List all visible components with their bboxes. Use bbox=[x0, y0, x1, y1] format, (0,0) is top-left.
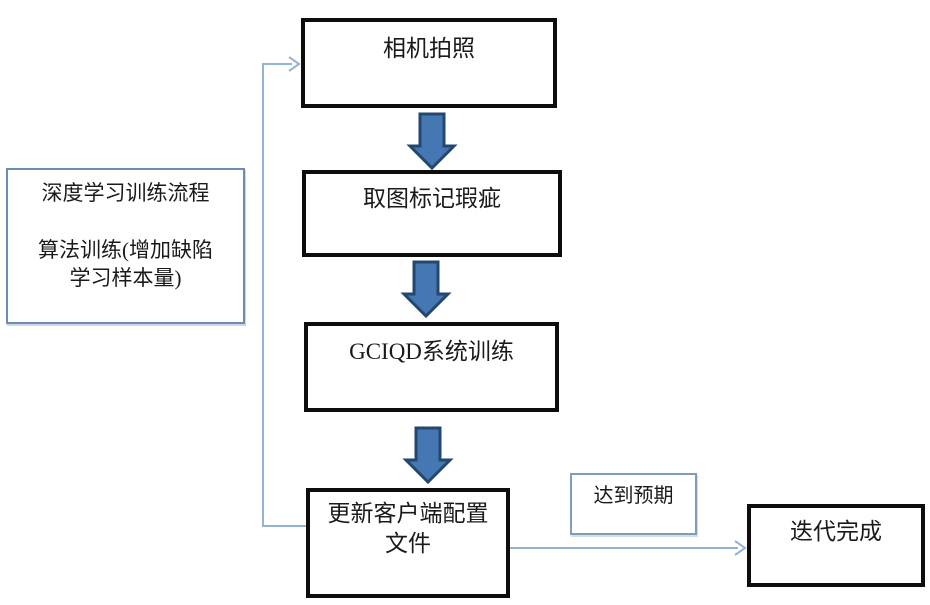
flow-node-camera-capture-label: 相机拍照 bbox=[383, 36, 475, 61]
feedback-connector-line bbox=[262, 63, 306, 527]
down-arrow-3-icon bbox=[402, 426, 454, 485]
flow-node-gciqd-training: GCIQD系统训练 bbox=[304, 322, 559, 412]
flow-node-iteration-complete: 迭代完成 bbox=[747, 504, 925, 587]
down-arrow-1-icon bbox=[406, 112, 458, 171]
edge-label-expectation-met: 达到预期 bbox=[570, 473, 697, 535]
feedback-arrowhead-icon bbox=[288, 56, 301, 72]
flow-node-update-client-config: 更新客户端配置 文件 bbox=[306, 488, 510, 598]
flow-node-mark-defects-label: 取图标记瑕疵 bbox=[363, 186, 501, 211]
note-line-3: 学习样本量) bbox=[69, 265, 182, 290]
flow-node-update-client-config-line2: 文件 bbox=[385, 530, 431, 556]
flow-node-mark-defects: 取图标记瑕疵 bbox=[302, 170, 562, 257]
flow-node-iteration-complete-label: 迭代完成 bbox=[790, 519, 882, 544]
note-line-1: 深度学习训练流程 bbox=[41, 181, 210, 205]
edge-label-expectation-met-text: 达到预期 bbox=[593, 485, 674, 507]
flow-node-update-client-config-line1: 更新客户端配置 bbox=[327, 501, 489, 526]
note-gap bbox=[8, 207, 243, 237]
down-arrow-2-icon bbox=[400, 260, 452, 319]
success-arrowhead-icon bbox=[734, 540, 747, 556]
note-line-2: 算法训练(增加缺陷 bbox=[38, 238, 213, 263]
note-deep-learning-process: 深度学习训练流程 算法训练(增加缺陷 学习样本量) bbox=[6, 168, 245, 324]
flow-node-camera-capture: 相机拍照 bbox=[301, 18, 557, 108]
flow-node-gciqd-training-label: GCIQD系统训练 bbox=[349, 339, 514, 364]
